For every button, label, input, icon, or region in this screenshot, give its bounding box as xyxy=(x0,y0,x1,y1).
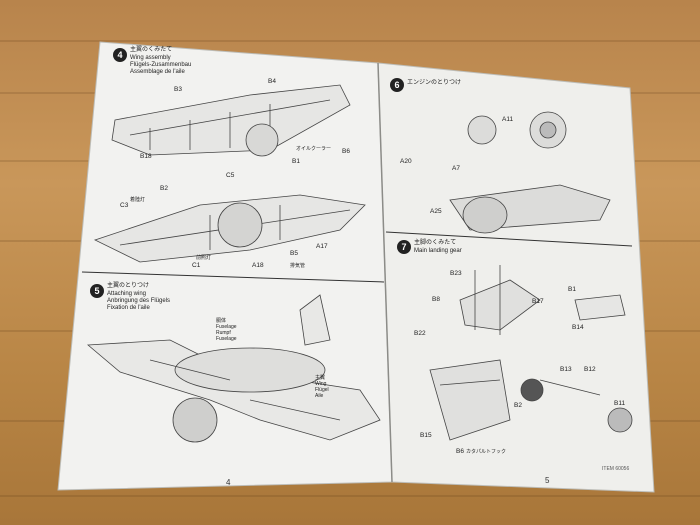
part-label: B2 xyxy=(160,185,168,192)
part-label: B8 xyxy=(432,296,440,303)
step-7-title-jp: 主脚のくみたて xyxy=(414,240,457,246)
part-label: B2 xyxy=(514,402,522,409)
callout-fuselage: 胴体 Fuselage Rumpf Fuselage xyxy=(216,318,237,342)
step-4-title-de: Flügels-Zusammenbau xyxy=(130,62,192,68)
callout-exhaust: 排気管 xyxy=(290,263,306,269)
step-5-number: 5 xyxy=(90,284,104,298)
callout-landing-light: 着陸灯 xyxy=(130,197,146,203)
callout-oil-cooler: オイルクーラー xyxy=(296,146,332,152)
part-label: A11 xyxy=(502,116,514,123)
wing-upper-drawing xyxy=(111,84,351,157)
part-label: B1 xyxy=(568,286,576,293)
aircraft-drawing xyxy=(86,294,381,443)
engine-drawing xyxy=(449,111,611,234)
step-4-title-fr: Assemblage de l'aile xyxy=(130,69,185,75)
part-label: B23 xyxy=(450,270,462,277)
landing-gear-drawing xyxy=(429,265,633,441)
part-label: C5 xyxy=(226,172,235,179)
part-label: B14 xyxy=(572,324,584,331)
part-label: C3 xyxy=(120,202,129,209)
step-7-number: 7 xyxy=(397,240,411,254)
part-label: B6 xyxy=(456,448,464,455)
step-4-title-en: Wing assembly xyxy=(130,55,171,61)
part-label: A20 xyxy=(400,158,412,165)
wing-lower-drawing xyxy=(93,194,366,263)
callout-wing: 主翼 Wing Flügel Aile xyxy=(315,375,329,399)
step-4-number: 4 xyxy=(113,48,127,62)
callout-headlight: 前照灯 xyxy=(196,255,212,261)
part-label: B12 xyxy=(584,366,596,373)
wood-grain xyxy=(0,495,700,497)
step-5-title-de: Anbringung des Flügels xyxy=(107,298,171,304)
wood-grain xyxy=(0,40,700,42)
part-label: B4 xyxy=(268,78,276,85)
part-label: B13 xyxy=(560,366,572,373)
step-5-title-fr: Fixation de l'aile xyxy=(107,305,150,311)
step-4-title-jp: 主翼のくみたて xyxy=(130,47,173,53)
part-label: B6 xyxy=(342,148,350,155)
part-label: B22 xyxy=(414,330,426,337)
part-label: A25 xyxy=(430,208,442,215)
part-label: B15 xyxy=(420,432,432,439)
step-7-title-en: Main landing gear xyxy=(414,248,462,254)
item-number: ITEM 60056 xyxy=(602,466,630,472)
part-label: B17 xyxy=(532,298,544,305)
step-6-number: 6 xyxy=(390,78,404,92)
right-page-number: 5 xyxy=(545,476,550,485)
step-6-title-jp: エンジンのとりつけ xyxy=(407,80,462,86)
part-label: A7 xyxy=(452,165,460,172)
step-5-title-jp: 主翼のとりつけ xyxy=(107,283,150,289)
part-label: B3 xyxy=(174,86,182,93)
part-label: B1 xyxy=(292,158,300,165)
part-label: B5 xyxy=(290,250,298,257)
part-label: A17 xyxy=(316,243,328,250)
step-5-title-en: Attaching wing xyxy=(107,291,147,297)
part-label: A18 xyxy=(252,262,264,269)
part-label: C1 xyxy=(192,262,201,269)
callout-catapult-hook: カタパルトフック xyxy=(466,449,507,455)
part-label: B11 xyxy=(614,400,626,407)
part-label: B18 xyxy=(140,153,152,160)
left-page-number: 4 xyxy=(226,478,231,487)
